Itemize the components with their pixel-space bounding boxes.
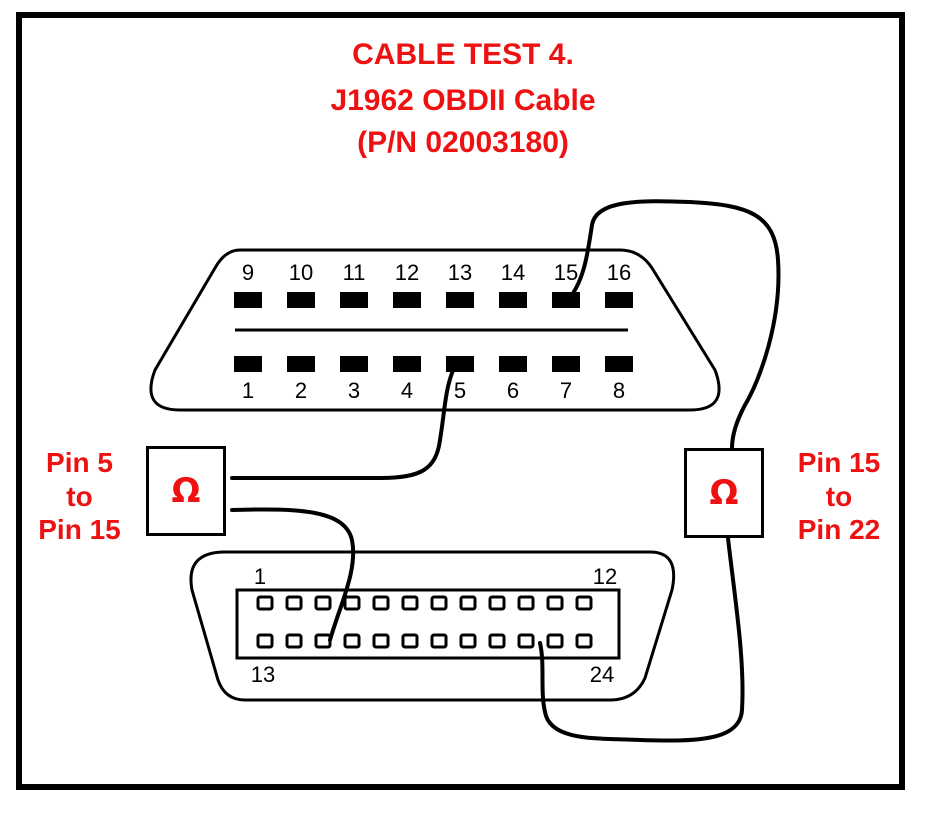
db-pin-label-1: 1 <box>253 564 267 589</box>
right-meter-label-line-1: Pin 15 <box>797 447 881 478</box>
obd-pin-4 <box>393 356 421 372</box>
obd-connector-outline <box>149 248 721 412</box>
obd-pin-1 <box>234 356 262 372</box>
obd-top-pin-label-15: 15 <box>553 260 579 285</box>
obd-top-pin-label-9: 9 <box>241 260 255 285</box>
right-meter-label-line-3: Pin 22 <box>797 514 881 546</box>
left-ohmmeter: Ω <box>146 446 226 536</box>
obd-pin-13 <box>446 292 474 308</box>
obd-bottom-pins <box>234 356 633 372</box>
obd-pin-2 <box>287 356 315 372</box>
left-meter-label-line-1: Pin 5 <box>46 447 113 478</box>
wire-obd-pin15-to-right-meter <box>566 199 781 450</box>
obd-pin-16 <box>605 292 633 308</box>
obd-pin-6 <box>499 356 527 372</box>
db-bottom-pins <box>256 633 593 649</box>
wire-obd-pin5-to-left-meter <box>230 362 458 480</box>
db-pin-label-13: 13 <box>250 662 276 687</box>
title-line-2: J1962 OBDII Cable <box>330 84 596 117</box>
left-meter-label-line-3: Pin 15 <box>38 514 121 546</box>
obd-top-pin-label-16: 16 <box>606 260 632 285</box>
obd-pin-7 <box>552 356 580 372</box>
obd-bottom-pin-label-5: 5 <box>453 378 467 403</box>
db-pin-label-12: 12 <box>592 564 618 589</box>
obd-pin-8 <box>605 356 633 372</box>
diagram-frame <box>16 12 905 790</box>
obd-top-pin-label-13: 13 <box>447 260 473 285</box>
left-meter-label-line-2: to <box>66 480 93 512</box>
obd-bottom-pin-label-8: 8 <box>612 378 626 403</box>
obd-pin-10 <box>287 292 315 308</box>
db-top-pins <box>256 595 593 611</box>
obd-pin-9 <box>234 292 262 308</box>
obd-bottom-pin-label-2: 2 <box>294 378 308 403</box>
ohm-icon: Ω <box>709 473 739 513</box>
obd-pin-14 <box>499 292 527 308</box>
right-meter-label-line-2: to <box>825 480 853 512</box>
ohm-icon: Ω <box>171 471 201 511</box>
db-pin-label-24: 24 <box>589 662 615 687</box>
obd-top-pin-label-14: 14 <box>500 260 526 285</box>
obd-bottom-pin-label-1: 1 <box>241 378 255 403</box>
wire-right-meter-to-db-pin22 <box>538 536 745 743</box>
obd-bottom-pin-label-6: 6 <box>506 378 520 403</box>
obd-bottom-pin-label-3: 3 <box>347 378 361 403</box>
db-connector-inner <box>235 588 621 660</box>
right-ohmmeter: Ω <box>684 448 764 538</box>
title-line-1: CABLE TEST 4. <box>352 38 574 71</box>
left-meter-label: Pin 5 to Pin 15 <box>22 446 137 547</box>
obd-pin-11 <box>340 292 368 308</box>
obd-pin-5 <box>446 356 474 372</box>
obd-bottom-pin-label-7: 7 <box>559 378 573 403</box>
db-connector-outline <box>189 550 676 702</box>
wire-left-meter-to-db-pin15 <box>230 507 356 642</box>
obd-bottom-pin-label-4: 4 <box>400 378 414 403</box>
obd-pin-3 <box>340 356 368 372</box>
right-meter-label: Pin 15 to Pin 22 <box>780 446 898 547</box>
obd-top-pin-label-10: 10 <box>288 260 314 285</box>
obd-top-pin-label-12: 12 <box>394 260 420 285</box>
obd-top-pin-label-11: 11 <box>342 260 366 285</box>
obd-pin-12 <box>393 292 421 308</box>
title-line-3: (P/N 02003180) <box>357 126 569 159</box>
